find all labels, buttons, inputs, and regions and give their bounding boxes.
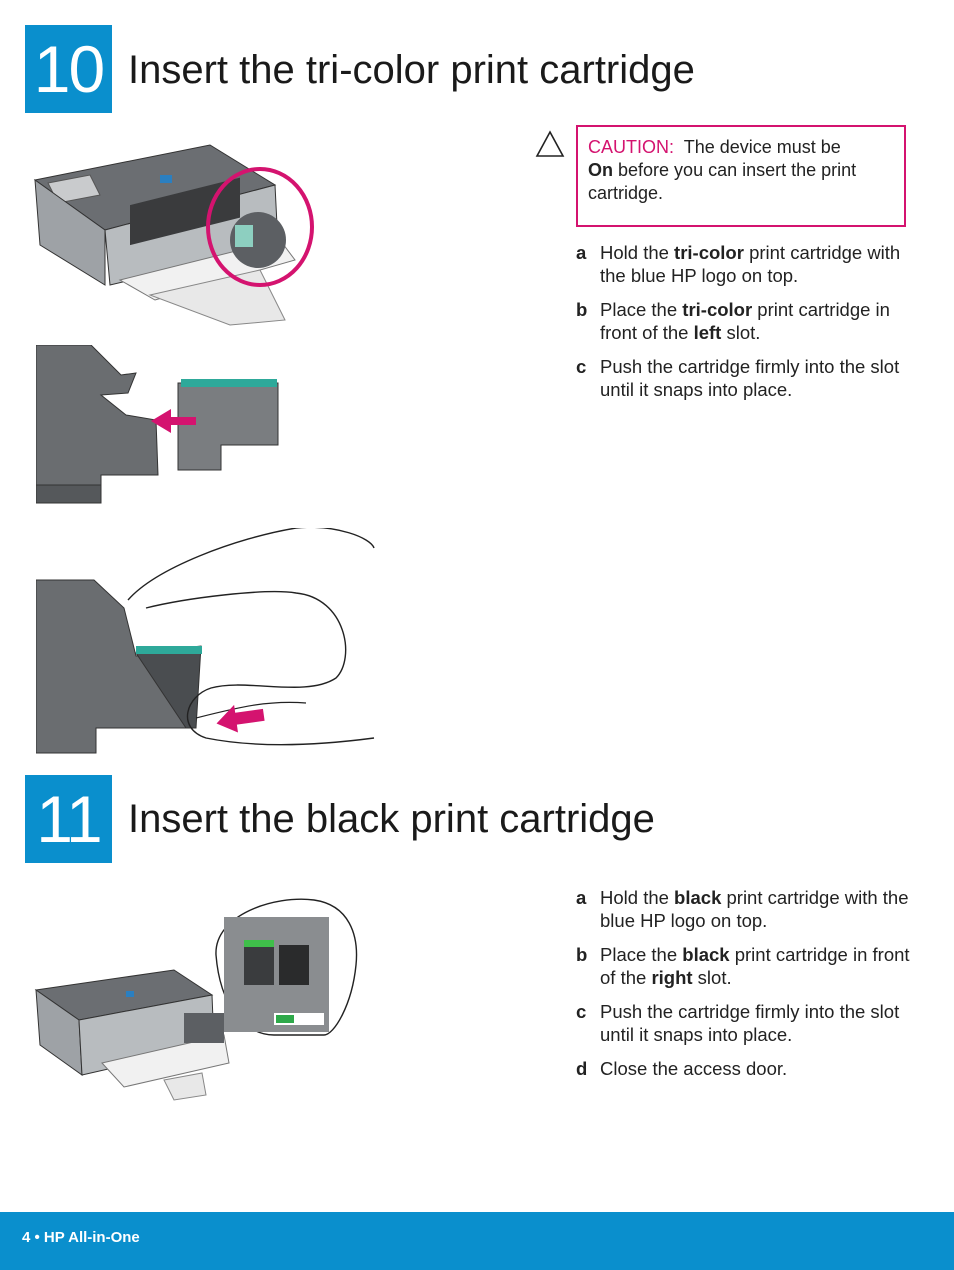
caution-text-b: before you can insert the print cartridg… xyxy=(588,160,857,203)
item-bold: tri-color xyxy=(674,242,744,263)
caution-triangle-icon xyxy=(535,130,565,157)
item-letter: c xyxy=(576,1001,587,1022)
item-text: Push the cartridge firmly into the slot … xyxy=(600,1001,900,1045)
item-text: print cartridge with the blue HP logo on… xyxy=(600,242,901,286)
list-item: b Place the tri-color print cartridge in… xyxy=(576,298,926,344)
item-letter: c xyxy=(576,356,587,377)
item-text: Hold the xyxy=(600,242,675,263)
item-text: Close the access door. xyxy=(600,1058,788,1079)
item-bold: right xyxy=(651,967,693,988)
caution-bold-on: On xyxy=(588,160,613,180)
item-bold: left xyxy=(693,322,722,343)
step-11-instructions: a Hold the black print cartridge with th… xyxy=(576,886,926,1091)
caution-text-a: The device must be xyxy=(683,137,841,157)
cartridge-slot-illustration xyxy=(36,345,279,504)
item-letter: a xyxy=(576,887,587,908)
item-bold: tri-color xyxy=(682,299,753,320)
list-item: a Hold the black print cartridge with th… xyxy=(576,886,926,932)
item-text: print cartridge in front of the xyxy=(600,299,890,343)
footer-text: 4 • HP All-in-One xyxy=(22,1229,140,1246)
footer-bar: 4 • HP All-in-One xyxy=(0,1212,954,1270)
list-item: c Push the cartridge firmly into the slo… xyxy=(576,1000,926,1046)
step-11-number: 11 xyxy=(25,775,112,863)
list-item: b Place the black print cartridge in fro… xyxy=(576,943,926,989)
item-text: Place the xyxy=(600,944,683,965)
caution-label: CAUTION: xyxy=(588,137,675,157)
step-10-number: 10 xyxy=(25,25,112,113)
item-letter: b xyxy=(576,299,588,320)
item-letter: a xyxy=(576,242,587,263)
step-10-title: Insert the tri-color print cartridge xyxy=(128,48,695,92)
item-letter: d xyxy=(576,1058,588,1079)
list-item: a Hold the tri-color print cartridge wit… xyxy=(576,241,926,287)
black-cartridge-printer-illustration xyxy=(34,898,358,1101)
item-text: print cartridge in front of the xyxy=(600,944,910,988)
item-text: slot. xyxy=(692,967,732,988)
item-bold: black xyxy=(674,887,722,908)
list-item: d Close the access door. xyxy=(576,1057,926,1080)
item-letter: b xyxy=(576,944,588,965)
item-text: Place the xyxy=(600,299,683,320)
item-text: Hold the xyxy=(600,887,675,908)
step-10-instructions: a Hold the tri-color print cartridge wit… xyxy=(576,241,926,412)
caution-box: CAUTION: The device must be On before yo… xyxy=(576,125,906,227)
hand-push-cartridge-illustration xyxy=(36,528,375,754)
item-text: slot. xyxy=(721,322,761,343)
item-text: Push the cartridge firmly into the slot … xyxy=(600,356,900,400)
printer-open-door-illustration xyxy=(33,144,314,326)
list-item: c Push the cartridge firmly into the slo… xyxy=(576,355,926,401)
item-bold: black xyxy=(682,944,730,965)
item-text: print cartridge with the blue HP logo on… xyxy=(600,887,909,931)
step-11-title: Insert the black print cartridge xyxy=(128,797,655,841)
